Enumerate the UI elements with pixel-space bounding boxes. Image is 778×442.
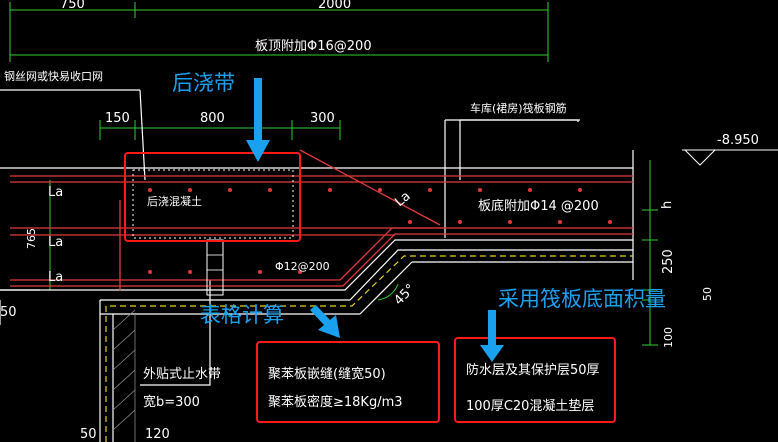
dim-120-bottom: 120	[145, 427, 170, 442]
rebar-lines	[10, 149, 633, 290]
waterstop-label-2: 宽b=300	[143, 394, 200, 410]
dim-top-2000: 2000	[318, 0, 351, 12]
dim-h: h	[660, 201, 675, 209]
dim-300: 300	[310, 111, 335, 126]
dim-100: 100	[662, 327, 675, 348]
elevation-marker	[682, 149, 778, 166]
slab-outline	[0, 89, 634, 442]
annotation-arrows	[246, 78, 504, 362]
bottom-rebar-note: 板底附加Φ14 @200	[478, 198, 599, 214]
post-pour-area	[132, 169, 294, 239]
dim-50-right: 50	[701, 287, 714, 301]
dim-800: 800	[200, 111, 225, 126]
angle-label: 45°	[392, 282, 419, 309]
highlight-waterproof	[454, 337, 616, 423]
dim-50-bottom: 50	[80, 427, 97, 442]
la-label-1: La	[48, 185, 63, 200]
dim-top-750: 750	[60, 0, 85, 12]
highlight-boxes	[124, 152, 616, 423]
annotation-table-calc: 表格计算	[200, 303, 284, 327]
dim-250: 250	[661, 249, 676, 274]
rebar-12-label: Φ12@200	[275, 260, 330, 273]
waterproof-label-2: 100厚C20混凝土垫层	[466, 398, 594, 414]
waterproof-label-1: 防水层及其保护层50厚	[466, 362, 600, 378]
post-pour-concrete-label: 后浇混凝土	[147, 194, 202, 208]
garage-note: 车库(裙房)筏板钢筋	[470, 101, 567, 115]
rebar-dots	[148, 188, 612, 274]
foam-label-1: 聚苯板嵌缝(缝宽50)	[268, 366, 386, 382]
la-label-2: La	[48, 235, 63, 250]
highlight-foam	[256, 341, 440, 423]
waterstop-label-1: 外贴式止水带	[143, 367, 221, 382]
waterproof-dashed-line	[105, 255, 633, 442]
elevation-label: -8.950	[717, 133, 759, 148]
dim-150: 150	[105, 111, 130, 126]
highlight-post-pour	[124, 152, 301, 242]
foam-label-2: 聚苯板密度≥18Kg/m3	[268, 394, 403, 410]
angle-arc	[377, 283, 399, 301]
wall-hatch	[112, 309, 136, 442]
top-dimensions	[9, 2, 658, 346]
rebar-top-note: 板顶附加Φ16@200	[255, 39, 372, 54]
annotation-raft-area: 采用筏板底面积量	[498, 287, 666, 311]
dim-50-left: 50	[0, 305, 17, 320]
la-label-3: La	[48, 270, 63, 285]
la-label-diag: La	[392, 189, 413, 210]
mesh-note: 钢丝网或快易收口网	[4, 69, 103, 83]
annotation-post-pour-strip: 后浇带	[172, 71, 235, 95]
dim-765: 765	[25, 228, 38, 249]
